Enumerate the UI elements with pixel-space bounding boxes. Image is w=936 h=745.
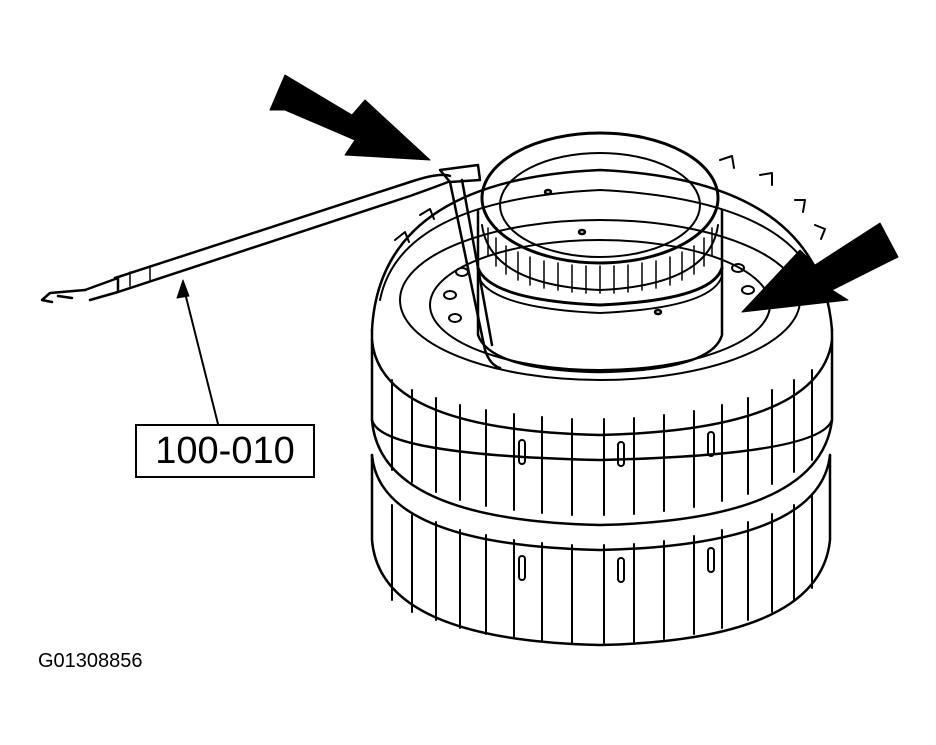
pick-tool — [40, 173, 452, 304]
right-arrow — [741, 222, 899, 313]
upper-drum-teeth — [391, 369, 813, 516]
tool-leader-line — [176, 279, 219, 425]
lower-drum-slots — [518, 547, 715, 583]
upper-drum-slots — [518, 431, 715, 467]
figure-id: G01308856 — [38, 650, 143, 672]
lower-drum-teeth — [391, 494, 813, 644]
hub-holes — [443, 263, 755, 323]
snap-ring-end — [438, 163, 502, 370]
tool-number-label: 100-010 — [135, 424, 315, 478]
upper-clutch-drum — [370, 155, 834, 527]
upper-arrow — [269, 74, 431, 161]
top-rim-notches — [394, 155, 826, 243]
inner-hub — [399, 219, 801, 381]
knurled-band — [487, 227, 713, 294]
lower-clutch-drum — [370, 453, 832, 647]
center-cylinder — [476, 131, 724, 374]
